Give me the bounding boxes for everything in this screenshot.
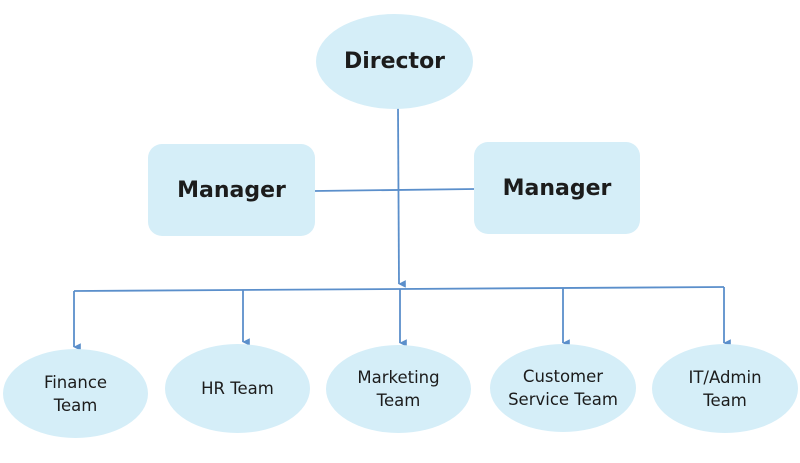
- team-node-customer-service: Customer Service Team: [490, 344, 636, 432]
- manager-label-left: Manager: [177, 177, 286, 203]
- team-node-it-admin: IT/Admin Team: [652, 344, 798, 433]
- team-label-it-admin: IT/Admin Team: [688, 367, 762, 410]
- team-node-marketing: Marketing Team: [326, 345, 471, 433]
- manager-node-right: Manager: [474, 142, 640, 234]
- director-node: Director: [316, 14, 473, 109]
- team-node-finance: Finance Team: [3, 349, 148, 438]
- director-trunk-line: [397, 107, 406, 288]
- manager-link-line: [313, 188, 476, 192]
- manager-node-left: Manager: [148, 144, 315, 236]
- team-label-finance: Finance Team: [43, 372, 108, 415]
- team-label-hr: HR Team: [201, 379, 274, 398]
- team-label-customer-service: Customer Service Team: [508, 367, 618, 409]
- team-node-hr: HR Team: [165, 344, 310, 433]
- team-bus-line: [73, 286, 725, 292]
- director-label: Director: [343, 49, 446, 74]
- team-label-marketing: Marketing Team: [357, 368, 440, 410]
- manager-label-right: Manager: [502, 175, 612, 201]
